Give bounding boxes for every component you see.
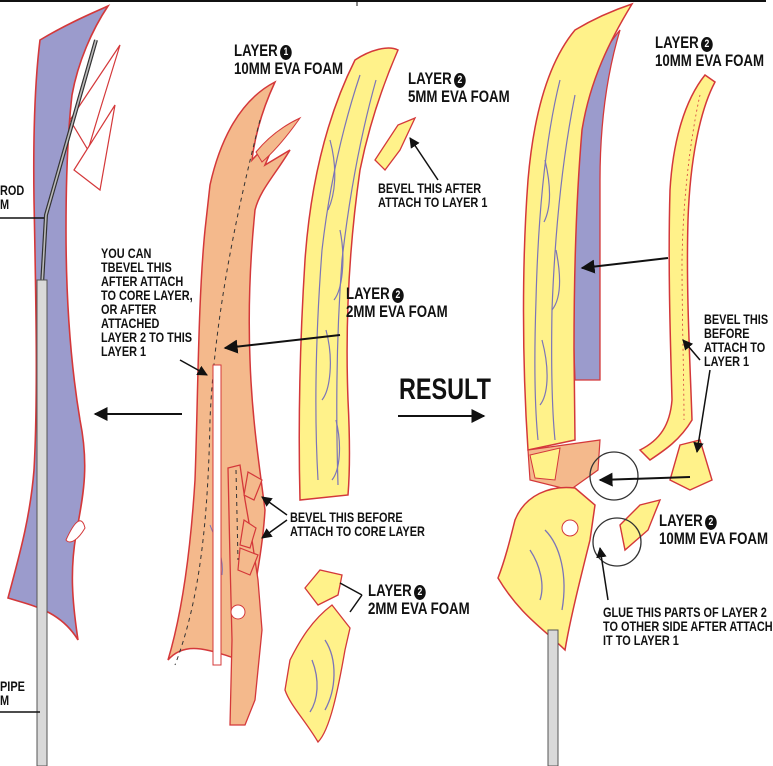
core-layer-blade	[7, 4, 121, 641]
pipe-unit-text: M	[0, 692, 10, 708]
pipe-label: PIPE M	[0, 679, 25, 707]
you-can-line3: AFTER ATTACH	[101, 273, 184, 289]
layer2-5mm-title: LAYER	[408, 69, 452, 88]
layer2-5mm-piece	[374, 116, 417, 171]
layer2-2mm-b-leader-2	[349, 594, 363, 613]
layer2-2mm-material: 2MM EVA FOAM	[346, 302, 448, 321]
result-blade	[497, 2, 634, 652]
bevel-before-core-line2: ATTACH TO CORE LAYER	[290, 523, 425, 539]
layer1-material: 10MM EVA FOAM	[234, 59, 344, 78]
layer2-2mm-b-title: LAYER	[368, 581, 412, 600]
layer2-10mm-bot-material: 10MM EVA FOAM	[659, 529, 769, 548]
you-can-line1: YOU CAN	[101, 245, 152, 261]
layer2-10mm-top-piece	[638, 73, 716, 461]
layer2-2mm-b-leader	[339, 582, 363, 596]
rod-unit-text: M	[0, 196, 10, 212]
bevel-this-before-line4: LAYER 1	[704, 353, 750, 369]
rod-label: ROD M	[0, 183, 24, 211]
bevel-after-label: BEVEL THIS AFTER ATTACH TO LAYER 1	[378, 181, 487, 209]
bevel-this-before-arrow-1	[682, 339, 701, 361]
bevel-this-before-line3: ATTACH TO	[704, 339, 766, 355]
bevel-this-before-line1: BEVEL THIS	[704, 311, 769, 327]
layer2-5mm-material: 5MM EVA FOAM	[408, 87, 510, 106]
layer2-2mm-number-badge: 2	[392, 288, 404, 303]
you-can-line2: TBEVEL THIS	[101, 259, 172, 275]
core-pipe	[36, 279, 48, 766]
you-can-line6: ATTACHED	[101, 315, 160, 331]
layer2-5mm-number-badge: 2	[454, 73, 466, 88]
bevel-this-before-arrow-2	[693, 369, 711, 454]
bevel-before-core-label: BEVEL THIS BEFORE ATTACH TO CORE LAYER	[290, 510, 425, 538]
layer2-2mm-arrow	[223, 334, 341, 354]
you-can-line4: TO CORE LAYER,	[101, 287, 193, 303]
pipe-label-text: PIPE	[0, 678, 25, 694]
you-can-label: YOU CAN TBEVEL THIS AFTER ATTACH TO CORE…	[101, 246, 193, 358]
glue-arrow	[596, 546, 609, 601]
bevel-after-line2: ATTACH TO LAYER 1	[378, 194, 488, 210]
bevel-after-line1: BEVEL THIS AFTER	[378, 180, 482, 196]
bevel-before-core-line1: BEVEL THIS BEFORE	[290, 509, 403, 525]
bevel-after-arrow	[409, 137, 439, 181]
layer2-10mm-bot-title: LAYER	[659, 511, 703, 530]
bevel-this-before-line2: BEFORE	[704, 325, 750, 341]
you-can-line8: LAYER 1	[101, 343, 147, 359]
layer2-2mm-b-number-badge: 2	[414, 585, 426, 600]
you-can-line5: OR AFTER	[101, 301, 157, 317]
layer2-10mm-top-material: 10MM EVA FOAM	[655, 51, 765, 70]
layer2-2mm-small-parts	[284, 569, 351, 744]
bevel-before-arrow-2	[261, 519, 288, 539]
highlight-circle-1	[589, 451, 639, 501]
you-can-line7: LAYER 2 TO THIS	[101, 329, 193, 345]
result-pipe	[547, 629, 559, 766]
glue-line3: IT TO LAYER 1	[603, 632, 679, 648]
glue-label: GLUE THIS PARTS OF LAYER 2 TO OTHER SIDE…	[603, 605, 773, 647]
glue-line1: GLUE THIS PARTS OF LAYER 2	[603, 604, 767, 620]
layer2-10mm-top-arrow	[580, 257, 669, 274]
layer2-2mm-b-material: 2MM EVA FOAM	[368, 599, 470, 618]
glue-line2: TO OTHER SIDE AFTER ATTACH	[603, 618, 773, 634]
layer2-2mm-title: LAYER	[346, 284, 390, 303]
bevel-this-before-label: BEVEL THIS BEFORE ATTACH TO LAYER 1	[704, 312, 768, 368]
layer1-pipe-slot	[212, 364, 222, 666]
layer1-title: LAYER	[234, 41, 278, 60]
highlight-circle-2	[592, 517, 642, 567]
layer2-10mm-bot-number-badge: 2	[705, 515, 717, 530]
layer1-number-badge: 1	[280, 45, 292, 60]
layer2-10mm-top-title: LAYER	[655, 33, 699, 52]
result-bevel-arrow	[598, 472, 691, 487]
bevel-before-arrow-1	[261, 496, 288, 516]
rod-label-text: ROD	[0, 182, 25, 198]
layer1-bevel-wedges	[237, 471, 263, 576]
you-can-arrow	[179, 359, 208, 376]
layer2-10mm-top-number-badge: 2	[701, 37, 713, 52]
layer2-2mm-blade	[298, 47, 399, 501]
result-label: RESULT	[399, 373, 491, 406]
